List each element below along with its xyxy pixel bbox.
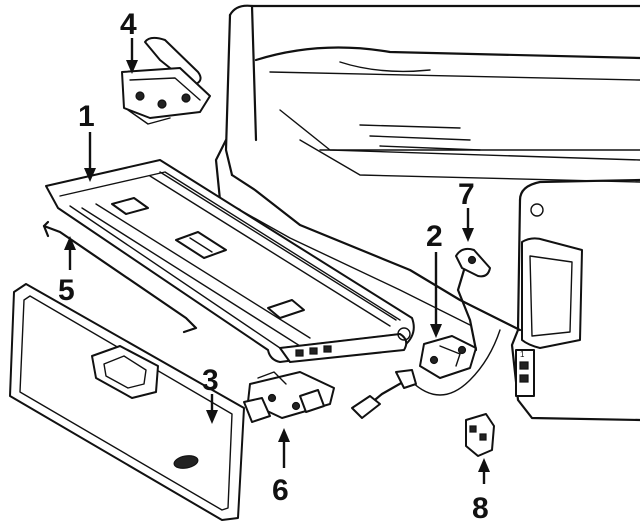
- part-support-cable: [351, 247, 491, 419]
- part-striker-bracket: [465, 413, 495, 457]
- callout-5: 5: [58, 274, 75, 307]
- callout-7: 7: [458, 178, 475, 211]
- tail-light-assembly: 1: [510, 178, 640, 422]
- callout-2: 2: [426, 220, 443, 253]
- part-latch-handle: [121, 36, 211, 125]
- callout-3: 3: [202, 364, 219, 397]
- part-latch: [243, 371, 335, 423]
- part-trim-panel: [9, 283, 245, 521]
- part-tailgate: [45, 159, 415, 363]
- callout-1: 1: [78, 100, 95, 133]
- callout-8: 8: [472, 492, 489, 525]
- callout-4: 4: [120, 8, 137, 41]
- callout-labels: 4 1 5 3 2 7 6 8: [58, 8, 489, 525]
- part-hinge: [419, 335, 477, 379]
- part-support-rod: [42, 220, 198, 334]
- callout-6: 6: [272, 474, 289, 507]
- svg-text:1: 1: [520, 350, 525, 359]
- leader-arrows: [64, 38, 490, 484]
